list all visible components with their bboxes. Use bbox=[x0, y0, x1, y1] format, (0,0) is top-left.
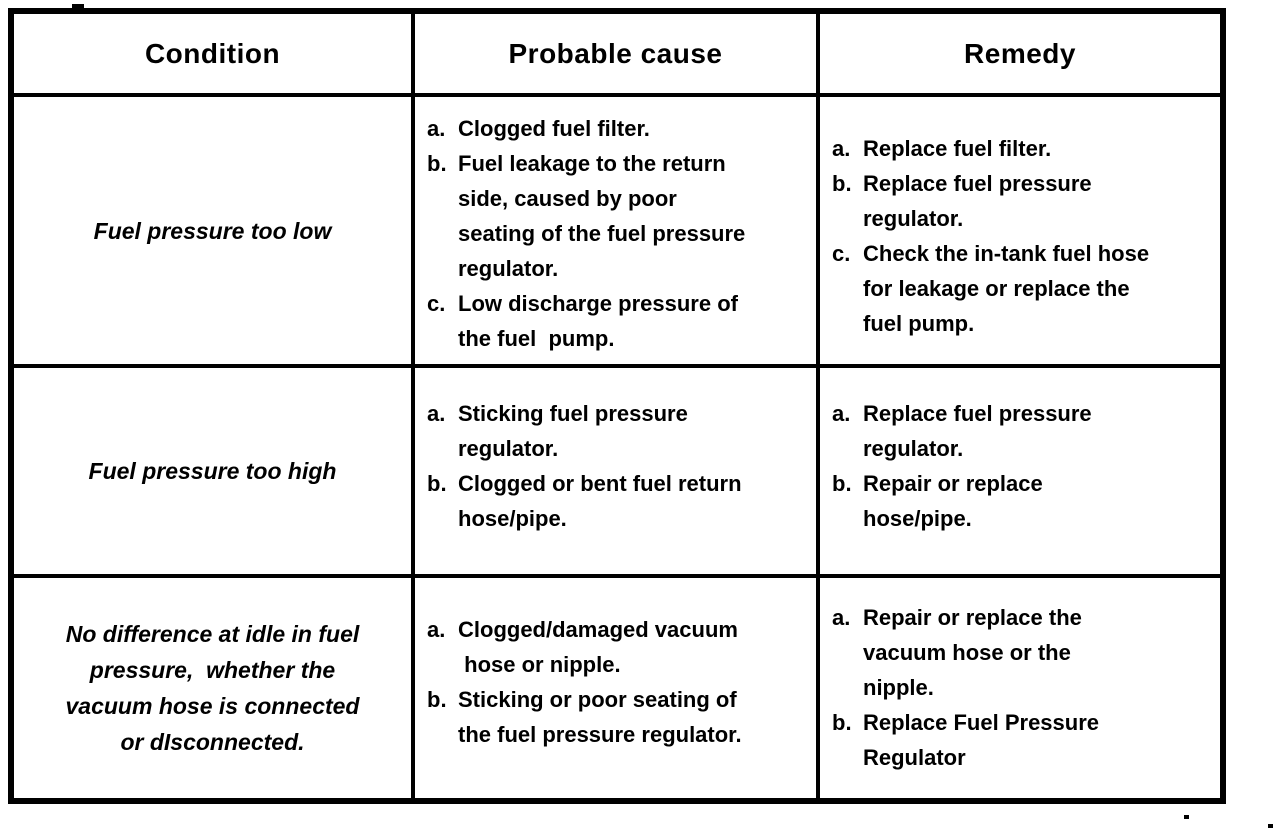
list-item-label: c. bbox=[427, 291, 446, 316]
list-item: b. Fuel leakage to the return side, caus… bbox=[427, 146, 808, 286]
list-item-label: a. bbox=[427, 401, 446, 426]
scan-speck bbox=[72, 4, 84, 8]
table-row: Fuel pressure too low a. Clogged fuel fi… bbox=[9, 93, 1225, 368]
list-item-text: Fuel leakage to the return side, caused … bbox=[458, 151, 746, 281]
list-item-text: Clogged/damaged vacuum hose or nipple. bbox=[458, 617, 738, 677]
scan-speck bbox=[1268, 824, 1273, 828]
list-item: b. Replace Fuel Pressure Regulator bbox=[832, 705, 1212, 775]
list-item: c. Check the in-tank fuel hose for leaka… bbox=[832, 236, 1212, 341]
list-item: a. Clogged/damaged vacuum hose or nipple… bbox=[427, 612, 808, 682]
list-item-label: b. bbox=[427, 687, 447, 712]
list-item: c. Low discharge pressure of the fuel pu… bbox=[427, 286, 808, 356]
list-item-text: Check the in-tank fuel hose for leakage … bbox=[863, 241, 1150, 336]
remedy-cell: a. Replace fuel filter. b. Replace fuel … bbox=[816, 93, 1225, 368]
list-item: a. Sticking fuel pressure regulator. bbox=[427, 396, 808, 466]
list-item: a. Replace fuel filter. bbox=[832, 131, 1212, 166]
list-item: a. Replace fuel pressure regulator. bbox=[832, 396, 1212, 466]
list-item-label: b. bbox=[427, 151, 447, 176]
list-item-label: a. bbox=[427, 617, 446, 642]
remedy-cell: a. Repair or replace the vacuum hose or … bbox=[816, 574, 1225, 803]
list-item-text: Replace fuel filter. bbox=[863, 136, 1052, 161]
header-probable-cause: Probable cause bbox=[411, 9, 820, 97]
list-item: a. Repair or replace the vacuum hose or … bbox=[832, 600, 1212, 705]
list-item-label: b. bbox=[427, 471, 447, 496]
header-remedy: Remedy bbox=[816, 9, 1225, 97]
list-item-label: c. bbox=[832, 241, 851, 266]
list-item-text: Clogged fuel filter. bbox=[458, 116, 650, 141]
table-row: No difference at idle in fuel pressure, … bbox=[9, 574, 1225, 803]
list-item-label: b. bbox=[832, 471, 852, 496]
probable-cause-cell: a. Clogged/damaged vacuum hose or nipple… bbox=[411, 574, 820, 803]
header-row: Condition Probable cause Remedy bbox=[9, 9, 1225, 97]
condition-cell: No difference at idle in fuel pressure, … bbox=[9, 574, 415, 803]
list-item: b. Clogged or bent fuel return hose/pipe… bbox=[427, 466, 808, 536]
list-item-label: b. bbox=[832, 710, 852, 735]
fuel-pressure-troubleshooting-table: Condition Probable cause Remedy Fuel pre… bbox=[8, 8, 1226, 804]
list-item-text: Sticking or poor seating of the fuel pre… bbox=[458, 687, 742, 747]
list-item: b. Replace fuel pressure regulator. bbox=[832, 166, 1212, 236]
list-item-text: Clogged or bent fuel return hose/pipe. bbox=[458, 471, 742, 531]
list-item: b. Sticking or poor seating of the fuel … bbox=[427, 682, 808, 752]
header-condition: Condition bbox=[9, 9, 415, 97]
condition-cell: Fuel pressure too high bbox=[9, 364, 415, 578]
list-item-text: Repair or replace hose/pipe. bbox=[863, 471, 1043, 531]
remedy-cell: a. Replace fuel pressure regulator. b. R… bbox=[816, 364, 1225, 578]
list-item-label: a. bbox=[832, 136, 851, 161]
list-item-label: a. bbox=[832, 401, 851, 426]
list-item-label: a. bbox=[427, 116, 446, 141]
list-item-label: b. bbox=[832, 171, 852, 196]
table-row: Fuel pressure too high a. Sticking fuel … bbox=[9, 364, 1225, 578]
list-item-text: Replace Fuel Pressure Regulator bbox=[863, 710, 1100, 770]
scan-speck bbox=[1184, 815, 1189, 819]
list-item-label: a. bbox=[832, 605, 851, 630]
list-item-text: Sticking fuel pressure regulator. bbox=[458, 401, 688, 461]
list-item: a. Clogged fuel filter. bbox=[427, 111, 808, 146]
list-item-text: Replace fuel pressure regulator. bbox=[863, 401, 1092, 461]
list-item-text: Low discharge pressure of the fuel pump. bbox=[458, 291, 738, 351]
list-item-text: Replace fuel pressure regulator. bbox=[863, 171, 1092, 231]
list-item: b. Repair or replace hose/pipe. bbox=[832, 466, 1212, 536]
probable-cause-cell: a. Sticking fuel pressure regulator. b. … bbox=[411, 364, 820, 578]
condition-cell: Fuel pressure too low bbox=[9, 93, 415, 368]
probable-cause-cell: a. Clogged fuel filter. b. Fuel leakage … bbox=[411, 93, 820, 368]
list-item-text: Repair or replace the vacuum hose or the… bbox=[863, 605, 1082, 700]
